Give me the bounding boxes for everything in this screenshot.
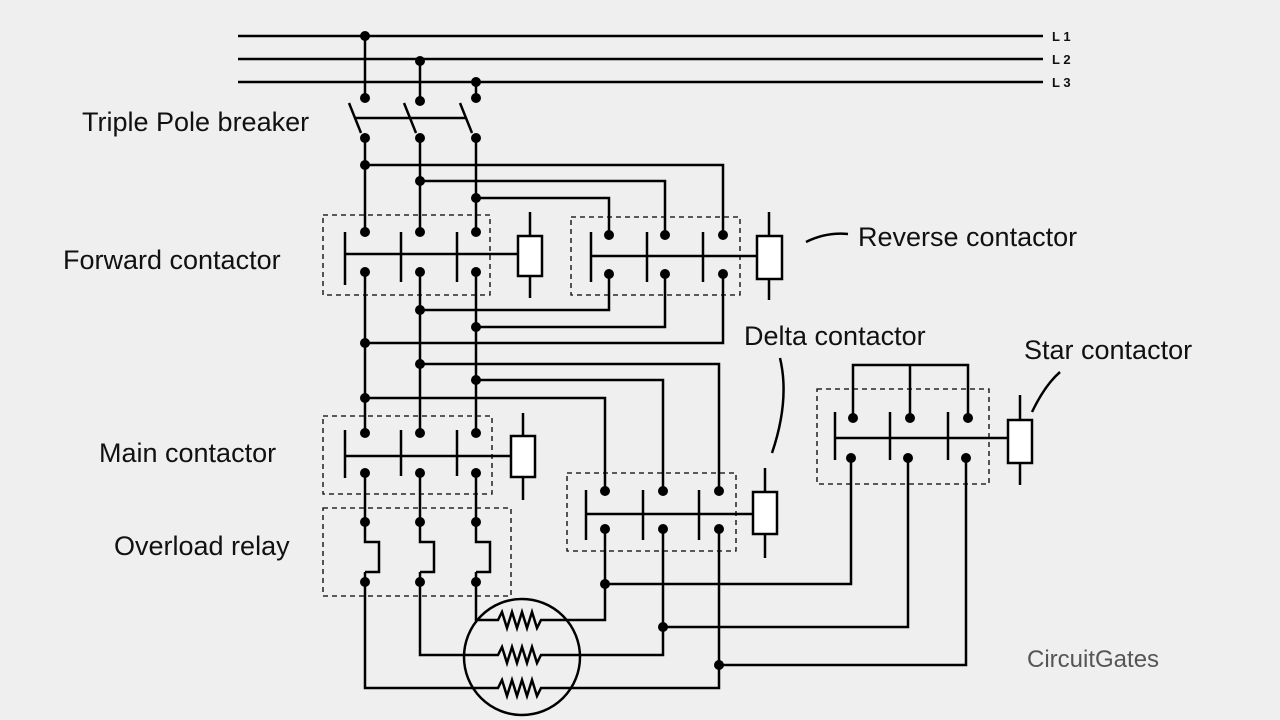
reverse-feed (360, 160, 725, 235)
reverse-contactor (570, 212, 849, 300)
line-label-l1: L 1 (1052, 29, 1071, 44)
delta-contactor-label: Delta contactor (744, 321, 926, 351)
forward-contactor (322, 212, 544, 298)
triple-pole-breaker (347, 31, 481, 143)
reverse-crossover (360, 274, 725, 348)
supply-lines: L 1 L 2 L 3 (238, 29, 1071, 90)
motor-windings (462, 597, 582, 717)
brand-watermark: CircuitGates (1027, 646, 1159, 673)
main-contactor (322, 413, 537, 500)
delta-feed (360, 359, 721, 491)
main-contactor-label: Main contactor (99, 438, 276, 468)
breaker-label: Triple Pole breaker (82, 107, 309, 137)
delta-contactor (566, 357, 785, 558)
star-contactor (816, 363, 1061, 485)
line-label-l3: L 3 (1052, 75, 1071, 90)
line-label-l2: L 2 (1052, 52, 1071, 67)
overload-relay-label: Overload relay (114, 531, 290, 561)
forward-contactor-label: Forward contactor (63, 245, 281, 275)
overload-relay (322, 473, 512, 597)
reverse-contactor-label: Reverse contactor (858, 222, 1077, 252)
star-contactor-label: Star contactor (1024, 335, 1192, 365)
